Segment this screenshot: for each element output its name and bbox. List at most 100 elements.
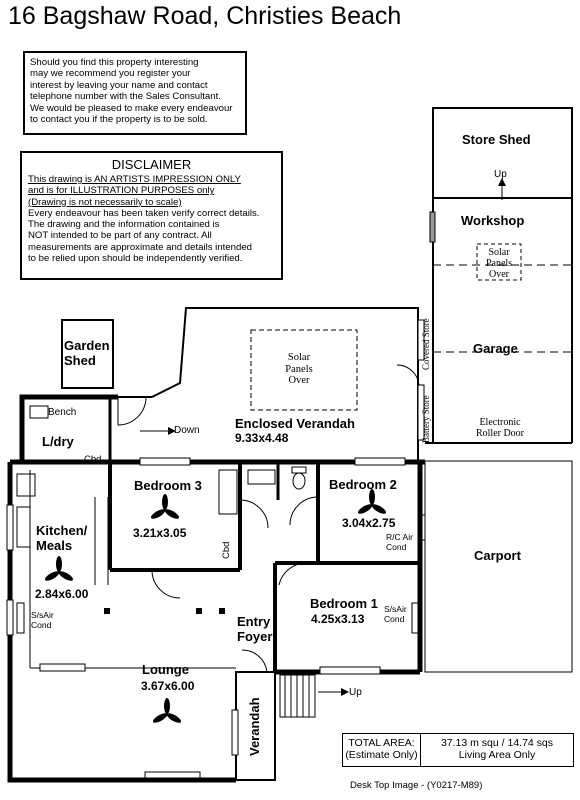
room-garage: Garage: [473, 341, 518, 356]
door-swing: [151, 569, 181, 599]
total-area-box: TOTAL AREA: (Estimate Only) 37.13 m squ …: [342, 733, 574, 767]
roller-door-line: Roller Door: [475, 428, 525, 439]
window: [6, 504, 14, 551]
entry-steps: [279, 674, 316, 718]
room-bedroom1: Bedroom 1: [310, 596, 378, 611]
room-garden-shed: Garden Shed: [64, 338, 110, 368]
window: [139, 457, 191, 466]
entry-line: Foyer: [237, 629, 273, 644]
window: [6, 599, 14, 636]
footer-text: Desk Top Image - (Y0217-M89): [350, 780, 483, 791]
room-store-shed: Store Shed: [462, 132, 531, 147]
room-enclosed-verandah-dim: 9.33x4.48: [235, 431, 289, 445]
room-kitchen-dim: 2.84x6.00: [35, 587, 89, 601]
room-bedroom2-dim: 3.04x2.75: [342, 516, 396, 530]
garden-shed-outline: [61, 319, 114, 389]
window: [354, 457, 406, 466]
vanity: [247, 469, 276, 485]
entry-line: Entry: [237, 614, 271, 629]
workshop-window: [429, 211, 436, 243]
notice-line: Should you find this property interestin…: [30, 57, 199, 68]
disclaimer-line: The drawing and the information containe…: [28, 219, 220, 231]
room-lounge-dim: 3.67x6.00: [141, 679, 195, 693]
solar-panels-large: [250, 329, 358, 411]
toilet: [292, 472, 306, 490]
total-area-value: 37.13 m squ / 14.74 sqs Living Area Only: [422, 734, 572, 766]
down-label: Down: [174, 425, 200, 436]
total-area-label-line: (Estimate Only): [345, 749, 418, 761]
room-kitchen-meals: Kitchen/ Meals: [36, 523, 87, 553]
ss-air-kitchen-label: S/sAir Cond: [31, 610, 54, 630]
window: [417, 319, 425, 361]
solar-label-line: Solar: [488, 247, 510, 258]
total-area-value-line: Living Area Only: [458, 749, 536, 761]
notice-line: may we recommend you register your: [30, 68, 191, 80]
ss-air-bedroom1-label: S/sAir Cond: [384, 604, 407, 624]
total-area-label-line: TOTAL AREA:: [348, 737, 415, 749]
ceiling-fan-icon: [357, 489, 387, 514]
window: [144, 771, 201, 779]
solar-label-line: Over: [489, 269, 509, 280]
electronic-roller-door-label: Electronic Roller Door: [463, 417, 537, 439]
disclaimer-line: to be relied upon should be independentl…: [28, 253, 243, 265]
room-workshop: Workshop: [461, 213, 525, 228]
post-marker: [196, 608, 202, 614]
ss-air-line: Cond: [384, 613, 405, 624]
disclaimer-line: measurements are approximate and details…: [28, 241, 252, 253]
kitchen-line: Meals: [36, 538, 73, 553]
rc-air-line: Cond: [386, 541, 407, 552]
disclaimer-line: and is for ILLUSTRATION PURPOSES only: [28, 185, 215, 197]
sink: [16, 506, 31, 548]
door-swing: [396, 364, 420, 388]
rc-air-unit: [417, 514, 426, 541]
battery-store-label: Battery Store: [421, 395, 431, 443]
ss-air-line: Cond: [31, 619, 52, 630]
garden-shed-line: Shed: [64, 353, 96, 368]
disclaimer-line: This drawing is AN ARTISTS IMPRESSION ON…: [28, 174, 241, 185]
door-swing: [278, 562, 308, 586]
bath-tub: [218, 469, 238, 515]
room-carport: Carport: [474, 548, 521, 563]
total-area-value-line: 37.13 m squ / 14.74 sqs: [440, 737, 554, 749]
bench-label: Bench: [48, 407, 77, 418]
solar-label-line: Over: [288, 375, 310, 386]
notice-line: interest by leaving your name and contac…: [30, 79, 208, 91]
toilet-cistern: [291, 466, 307, 474]
room-bedroom3-dim: 3.21x3.05: [133, 526, 187, 540]
up-label-steps: Up: [349, 687, 362, 698]
carport-outline: [424, 460, 573, 673]
garden-shed-line: Garden: [64, 338, 110, 353]
ss-air-bedroom1-unit: [411, 602, 420, 634]
ceiling-fan-icon: [150, 494, 180, 519]
door-swing: [117, 396, 147, 426]
cbd-laundry-label: Cbd: [84, 454, 102, 465]
room-laundry: L/dry: [42, 434, 74, 449]
house-outer-wall: [7, 462, 236, 783]
notice-line: to contact you if the property is to be …: [30, 114, 208, 126]
ss-air-line: S/sAir: [31, 610, 54, 620]
cbd-hall-label: Cbd: [221, 541, 232, 559]
window: [319, 666, 381, 675]
roller-door-line: Electronic: [479, 417, 521, 428]
up-arrow-head: [341, 688, 349, 696]
notice-line: telephone number with the Sales Consulta…: [30, 91, 221, 103]
room-bedroom1-dim: 4.25x3.13: [311, 612, 365, 626]
post-marker: [104, 608, 110, 614]
notice-box: Should you find this property interestin…: [23, 51, 247, 135]
notice-line: We would be pleased to make every endeav…: [30, 102, 233, 114]
solar-panels-large-label: Solar Panels Over: [269, 352, 329, 387]
rc-air-label: R/C Air Cond: [386, 532, 413, 552]
room-verandah: Verandah: [247, 697, 262, 756]
room-lounge: Lounge: [142, 662, 189, 677]
kitchen-line: Kitchen/: [36, 523, 88, 538]
up-arrow-head: [498, 178, 506, 186]
ceiling-fan-icon: [152, 698, 182, 723]
down-arrow-head: [168, 427, 176, 435]
door-swing: [289, 496, 319, 526]
door-swing: [241, 649, 268, 673]
bench-box: [29, 405, 49, 419]
disclaimer-line: NOT intended to be part of any contract.…: [28, 230, 212, 242]
solar-panels-small-label: Solar Panels Over: [478, 247, 520, 280]
page-title: 16 Bagshaw Road, Christies Beach: [8, 2, 402, 30]
